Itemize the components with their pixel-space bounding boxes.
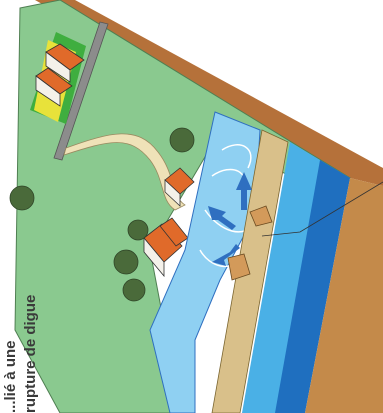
caption-line-1: ...lié à une <box>2 340 19 413</box>
caption-line-2: rupture de digue <box>22 295 39 413</box>
